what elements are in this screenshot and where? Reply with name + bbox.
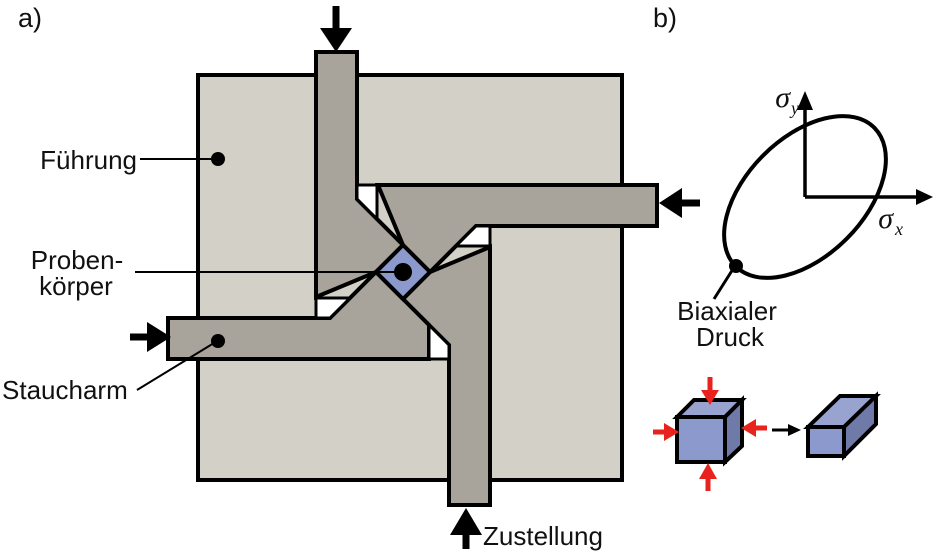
compression-arrow-down-icon	[701, 377, 719, 405]
label-fuehrung: Führung	[40, 145, 137, 175]
force-arrow-up-icon	[450, 508, 482, 549]
compression-arrow-right-icon	[653, 423, 679, 441]
axis-arrowhead-right-icon	[916, 189, 933, 205]
clearance-notch-bottom-left	[427, 321, 451, 361]
clearance-notch-top-right	[355, 183, 379, 223]
compression-arrow-up-icon	[699, 463, 717, 491]
callout-dot	[211, 152, 225, 166]
force-arrow-right-icon	[130, 322, 171, 352]
sigma-y-label: σ	[775, 81, 791, 114]
axis-arrowhead-up-icon	[797, 91, 813, 110]
panel-b: b) σ y σ x Biaxialer Druck	[653, 3, 933, 491]
panel-b-label: b)	[653, 3, 677, 33]
force-arrow-down-icon	[320, 6, 352, 52]
bar-front-face	[806, 425, 846, 458]
label-biaxial-line1: Biaxialer	[677, 296, 777, 326]
deformed-bar	[803, 391, 881, 461]
sigma-y-subscript: y	[789, 98, 799, 118]
cube-front-face	[675, 415, 727, 464]
clearance-notch-left-top	[314, 296, 354, 320]
callout-staucharm: Staucharm	[2, 334, 225, 405]
sigma-x-subscript: x	[894, 219, 903, 239]
sigma-y-axis: σ y	[775, 81, 813, 197]
sigma-x-label: σ	[878, 202, 894, 235]
callout-dot	[394, 263, 412, 281]
panel-a: Führung Proben- körper Staucharm Zustell…	[2, 3, 700, 551]
callout-probenkoerper: Proben- körper	[31, 245, 412, 301]
label-staucharm: Staucharm	[2, 375, 128, 405]
label-biaxial-line2: Druck	[696, 322, 765, 352]
callout-biaxial-druck: Biaxialer Druck	[677, 259, 777, 352]
label-zustellung: Zustellung	[483, 521, 603, 551]
sigma-x-axis: σ x	[805, 189, 933, 239]
label-proben-line1: Proben-	[31, 245, 124, 275]
compression-cube	[653, 377, 767, 491]
callout-dot	[211, 334, 225, 348]
transform-arrow-icon	[772, 424, 801, 436]
callout-fuehrung: Führung	[40, 145, 225, 175]
clearance-notch-right-bottom	[452, 224, 492, 248]
label-proben-line2: körper	[39, 271, 113, 301]
compression-arrow-left-icon	[741, 419, 767, 437]
force-arrow-left-icon	[659, 188, 700, 218]
panel-a-label: a)	[18, 3, 42, 33]
